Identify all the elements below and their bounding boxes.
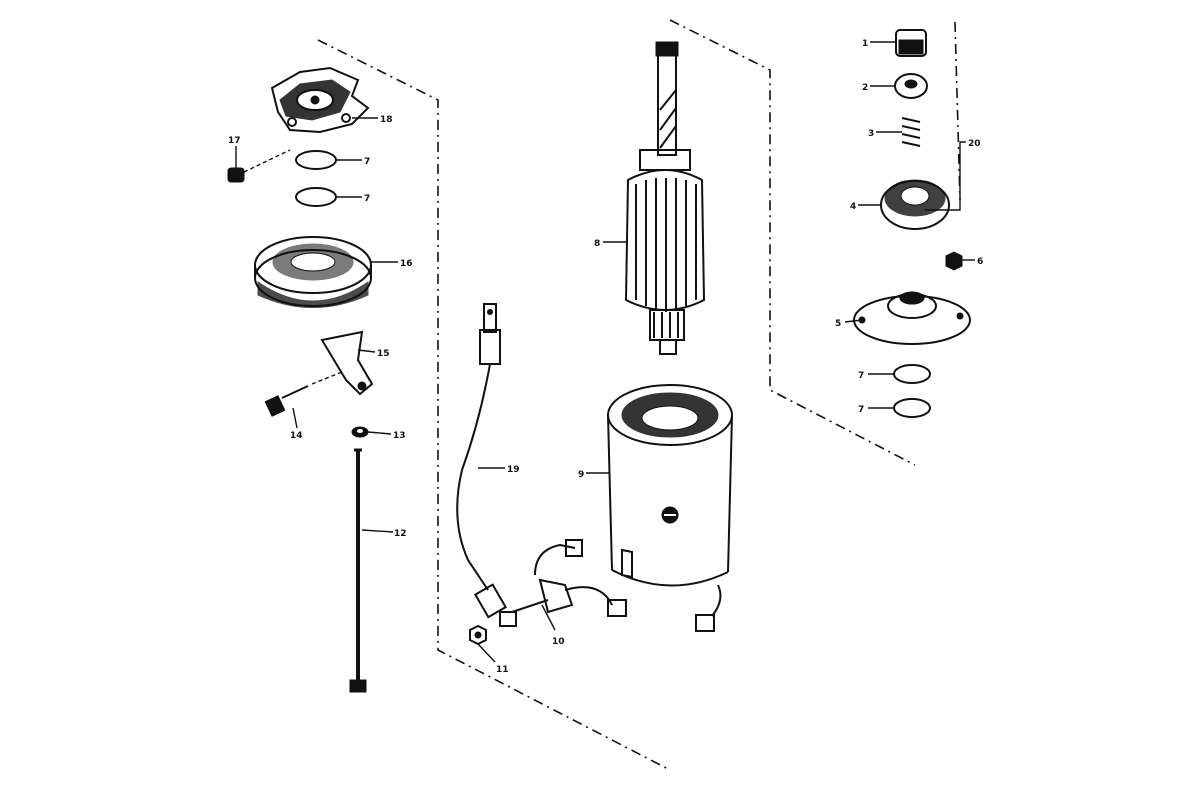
washers-part-7-left — [295, 150, 337, 207]
callout-7-upper-left: 7 — [364, 157, 370, 167]
lead-wire-part-19 — [456, 303, 517, 627]
nut-part-13 — [351, 426, 369, 438]
callout-20: 20 — [968, 139, 981, 149]
nut-part-1 — [895, 29, 927, 57]
callout-12: 12 — [394, 529, 407, 539]
callout-10: 10 — [552, 637, 565, 647]
bracket-part-15 — [320, 330, 374, 396]
callout-7-upper-right: 7 — [858, 371, 864, 381]
callout-11: 11 — [496, 665, 509, 675]
callout-15: 15 — [377, 349, 390, 359]
callout-3: 3 — [868, 129, 874, 139]
callout-1: 1 — [862, 39, 868, 49]
callout-9: 9 — [578, 470, 584, 480]
callout-6: 6 — [977, 257, 983, 267]
stop-collar-part-2 — [894, 73, 928, 99]
armature-part-8 — [624, 41, 706, 355]
assembly-guide-lines — [317, 19, 961, 771]
nut-part-17 — [227, 149, 291, 183]
callout-18: 18 — [380, 115, 393, 125]
bolt-part-14 — [264, 371, 343, 417]
pinion-gear-part-4 — [880, 179, 950, 230]
brush-assembly-part-10 — [511, 539, 722, 632]
callout-16: 16 — [400, 259, 413, 269]
leader-lines — [235, 41, 975, 663]
brush-holder-ring-part-16 — [254, 236, 372, 308]
end-cap-part-5 — [853, 291, 971, 345]
nut-part-6 — [945, 251, 963, 271]
washers-part-7-right — [893, 364, 931, 418]
callout-7-lower-left: 7 — [364, 194, 370, 204]
callout-8: 8 — [594, 239, 600, 249]
callout-19: 19 — [507, 465, 520, 475]
callout-labels: 1 2 3 4 20 6 5 7 7 8 9 10 11 12 13 14 15… — [228, 39, 983, 675]
callout-4: 4 — [850, 202, 856, 212]
nut-part-11 — [469, 624, 487, 646]
callout-5: 5 — [835, 319, 841, 329]
through-bolt-part-12 — [349, 448, 367, 693]
callout-13: 13 — [393, 431, 406, 441]
callout-17: 17 — [228, 136, 241, 146]
callout-2: 2 — [862, 83, 868, 93]
end-plate-part-18 — [270, 66, 370, 134]
callout-14: 14 — [290, 431, 303, 441]
callout-7-lower-right: 7 — [858, 405, 864, 415]
motor-housing-part-9 — [607, 384, 733, 587]
spring-part-3 — [901, 117, 921, 147]
